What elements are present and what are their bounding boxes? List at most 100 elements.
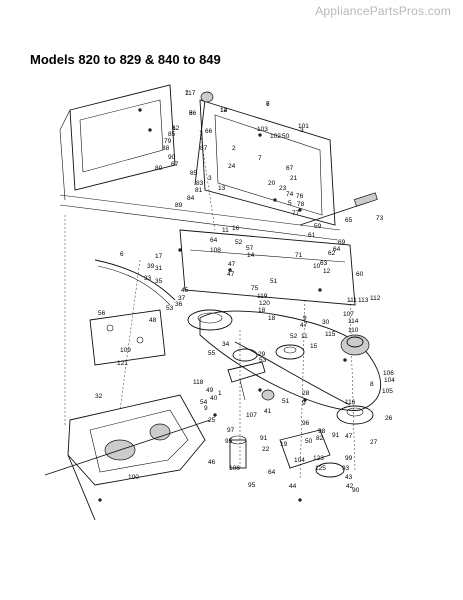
part-callout-101: 101 [298,123,309,130]
part-callout-52: 52 [290,333,298,340]
part-callout-118: 118 [193,379,204,386]
part-callout-89: 89 [175,202,183,209]
part-callout-80: 80 [155,165,163,172]
part-callout-13: 13 [218,185,226,192]
part-callout-25: 25 [208,417,216,424]
part-callout-88: 88 [162,145,170,152]
frame-right-panel [199,99,336,226]
cable-assembly [94,259,176,306]
part-callout-104: 104 [294,457,305,464]
part-callout-2: 2 [232,145,236,152]
part-callout-11: 11 [222,227,229,234]
part-callout-64: 64 [333,246,341,253]
part-callout-51: 51 [270,278,278,285]
part-callout-40: 40 [210,395,218,402]
part-callout-62: 62 [328,250,336,257]
part-callout-9: 9 [302,400,306,407]
part-callout-67: 67 [286,165,294,172]
part-callout-3: 3 [208,175,212,182]
part-callout-39: 39 [147,263,155,270]
part-callout-91: 91 [332,432,340,439]
part-callout-14: 14 [247,252,255,259]
clutch-assembly [340,334,370,356]
part-callout-111: 111 [347,297,357,304]
part-callout-47: 47 [345,433,353,440]
part-callout-56: 56 [98,310,106,317]
part-callout-83: 83 [196,180,204,187]
part-callout-107: 107 [343,311,354,318]
part-callout-66: 66 [205,128,213,135]
part-callout-78: 78 [297,201,305,208]
part-callout-108: 108 [210,247,221,254]
part-callout-47: 47 [228,261,236,268]
part-callout-105: 105 [382,388,393,395]
rear-frame [59,194,356,306]
brake-assembly [229,435,247,469]
part-callout-45: 45 [181,287,189,294]
part-callout-7: 7 [258,155,262,162]
part-callout-24: 24 [228,163,236,170]
part-callout-18: 18 [258,307,266,314]
part-callout-3: 3 [300,127,304,134]
part-callout-34: 34 [222,341,230,348]
part-callout-52: 52 [235,239,243,246]
part-callout-26: 26 [385,415,393,422]
part-callout-100: 100 [128,474,139,481]
part-callout-12: 12 [172,125,180,132]
part-callout-16: 16 [232,225,240,232]
part-callout-53: 53 [166,305,174,312]
part-callout-74: 74 [286,191,294,198]
part-callout-107: 107 [246,412,257,419]
part-callout-36: 36 [175,301,183,308]
part-callout-64: 64 [210,237,218,244]
part-callout-6: 6 [266,101,270,108]
part-callout-69: 69 [338,239,346,246]
part-callout-121: 121 [117,360,128,367]
part-callout-65: 65 [345,217,353,224]
part-callout-15: 15 [310,343,318,350]
shift-lever [194,91,214,186]
part-callout-73: 73 [376,215,384,222]
lift-lever [299,192,378,226]
part-callout-19: 19 [280,441,288,448]
part-callout-117: 117 [185,90,196,97]
part-callout-32: 32 [95,393,103,400]
part-callout-98: 98 [318,428,326,435]
part-callout-91: 91 [260,435,268,442]
part-callout-31: 31 [155,265,163,272]
part-callout-10: 10 [313,263,321,270]
diagram-title: Models 820 to 829 & 840 to 849 [30,52,221,67]
part-callout-23: 23 [279,185,287,192]
part-callout-30: 30 [322,319,330,326]
part-callout-115: 115 [325,331,336,338]
part-callout-114: 114 [348,318,359,325]
hardware-bolts [98,108,347,502]
part-callout-27: 27 [370,439,378,446]
part-callout-6: 6 [120,251,124,258]
part-callout-61: 61 [308,232,316,239]
part-callout-84: 84 [187,195,195,202]
part-callout-75: 75 [251,285,259,292]
part-callout-50: 50 [282,133,290,140]
part-callout-90: 90 [168,154,176,161]
part-callout-86: 86 [189,110,197,117]
part-callout-95: 95 [248,482,256,489]
part-callout-93: 93 [342,465,350,472]
part-callout-106: 106 [383,370,394,377]
part-callout-9: 9 [204,405,208,412]
part-callout-47: 47 [300,322,308,329]
part-callout-49: 49 [206,387,214,394]
part-callout-12: 12 [220,107,228,114]
part-callout-43: 43 [345,474,353,481]
part-callout-79: 79 [164,138,172,145]
part-callout-87: 87 [200,145,208,152]
part-callout-63: 63 [320,260,328,267]
engine-pulley [187,309,233,331]
part-callout-60: 60 [356,271,364,278]
part-callout-5: 5 [189,110,193,117]
part-callout-29: 29 [258,351,266,358]
part-callout-28: 28 [302,390,310,397]
part-callout-14: 14 [220,107,228,114]
part-callout-119: 119 [257,293,268,300]
part-callout-21: 21 [290,175,298,182]
